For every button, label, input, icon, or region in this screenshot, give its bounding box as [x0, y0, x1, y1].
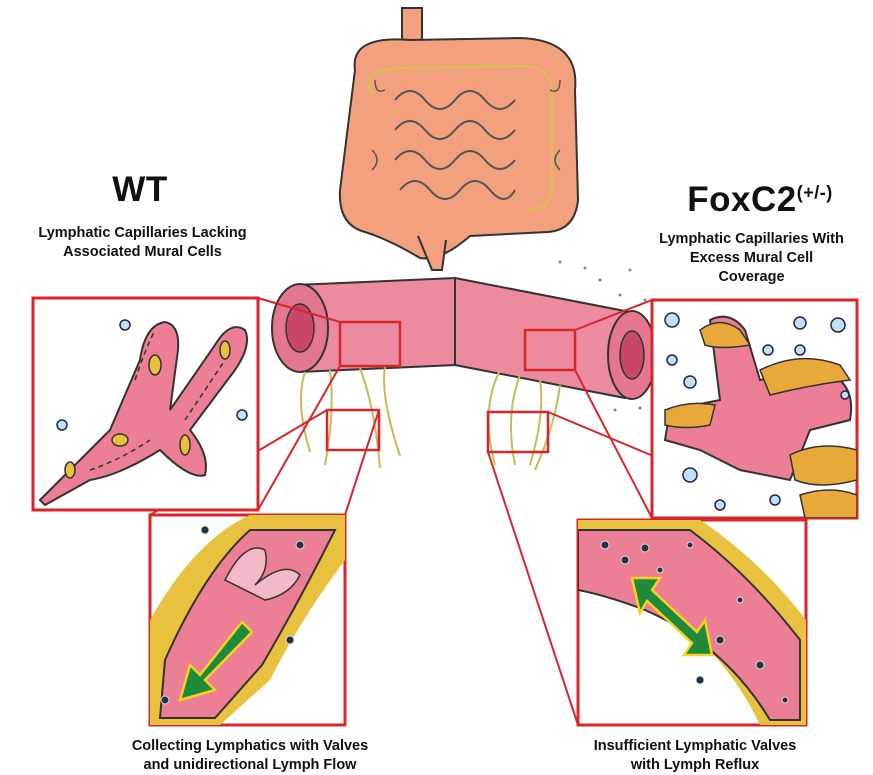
foxc2-capillary-caption-line3: Coverage: [630, 268, 873, 287]
foxc2-genotype-superscript: (+/-): [797, 182, 833, 202]
foxc2-collecting-caption-line1: Insufficient Lymphatic Valves: [540, 737, 850, 756]
foxc2-capillary-caption: Lymphatic Capillaries With Excess Mural …: [630, 230, 873, 287]
wt-capillary-caption: Lymphatic Capillaries Lacking Associated…: [0, 224, 285, 262]
foxc2-capillary-caption-line1: Lymphatic Capillaries With: [630, 230, 873, 249]
foxc2-collecting-panel: [578, 520, 806, 725]
zoom-box-wt-collecting: [327, 410, 379, 450]
intestinal-segment-left: [272, 278, 455, 468]
foxc2-collecting-caption-line2: with Lymph Reflux: [540, 756, 850, 775]
wt-collecting-caption-line1: Collecting Lymphatics with Valves: [75, 737, 425, 756]
wt-collecting-caption-line2: and unidirectional Lymph Flow: [75, 756, 425, 775]
wt-genotype-label: WT: [80, 170, 200, 210]
wt-collecting-caption: Collecting Lymphatics with Valves and un…: [75, 737, 425, 775]
foxc2-capillary-panel: [652, 300, 857, 518]
wt-capillary-panel: [33, 298, 258, 510]
foxc2-collecting-caption: Insufficient Lymphatic Valves with Lymph…: [540, 737, 850, 775]
foxc2-genotype-text: FoxC2: [687, 180, 796, 219]
foxc2-capillary-caption-line2: Excess Mural Cell: [630, 249, 873, 268]
wt-collecting-panel: [150, 515, 345, 725]
intestine-illustration: [340, 8, 578, 270]
foxc2-genotype-label: FoxC2(+/-): [660, 180, 860, 220]
intestinal-segment-right: [455, 261, 657, 471]
